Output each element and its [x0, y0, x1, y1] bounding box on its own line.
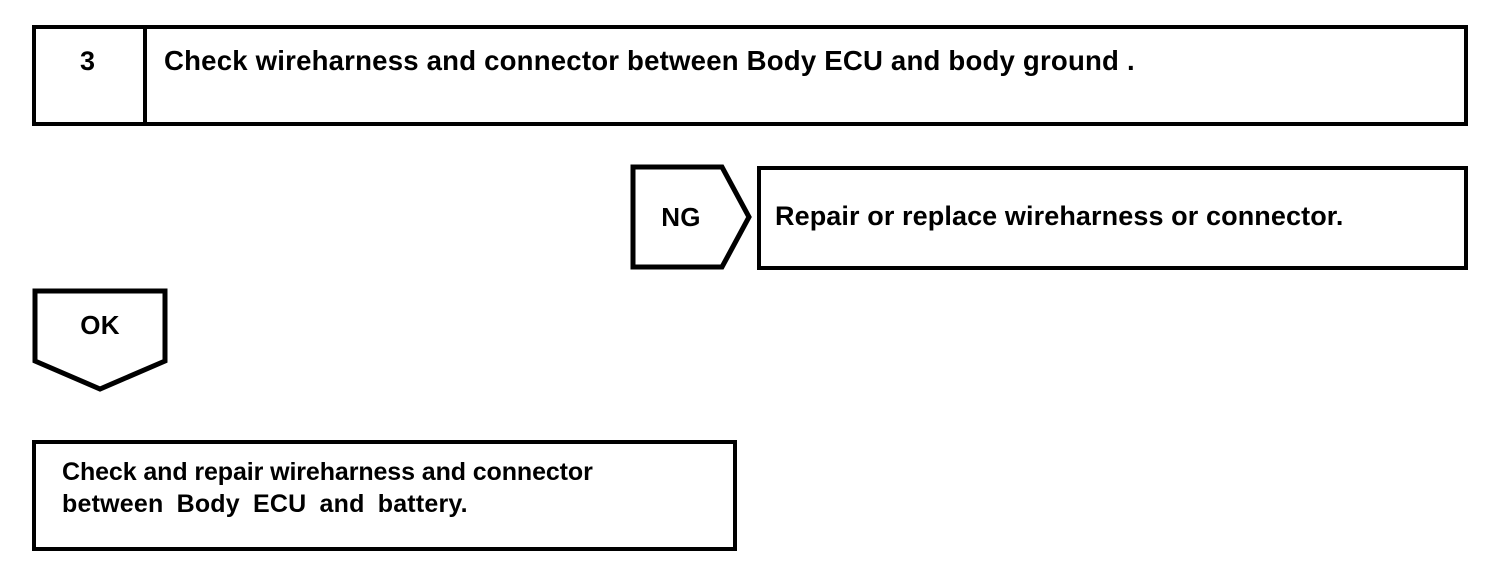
step-number: 3 [79, 46, 96, 76]
step-row: 3 Check wireharness and connector betwee… [32, 25, 1468, 126]
ok-result-line-2: between Body ECU and battery. [62, 490, 468, 518]
ng-result-box: Repair or replace wireharness or connect… [757, 166, 1468, 270]
ok-result-line-1: Check and repair wireharness and connect… [62, 458, 593, 486]
ng-branch-arrow [630, 164, 752, 270]
ok-result-box: Check and repair wireharness and connect… [32, 440, 737, 551]
step-instruction-text: Check wireharness and connector between … [164, 45, 1135, 76]
step-number-cell: 3 [36, 29, 147, 122]
ng-result-text: Repair or replace wireharness or connect… [775, 201, 1344, 231]
ng-arrow-shape [630, 164, 752, 270]
ok-arrow-shape [32, 288, 168, 392]
ok-branch-arrow [32, 288, 168, 392]
ok-result-text: Check and repair wireharness and connect… [62, 456, 593, 520]
